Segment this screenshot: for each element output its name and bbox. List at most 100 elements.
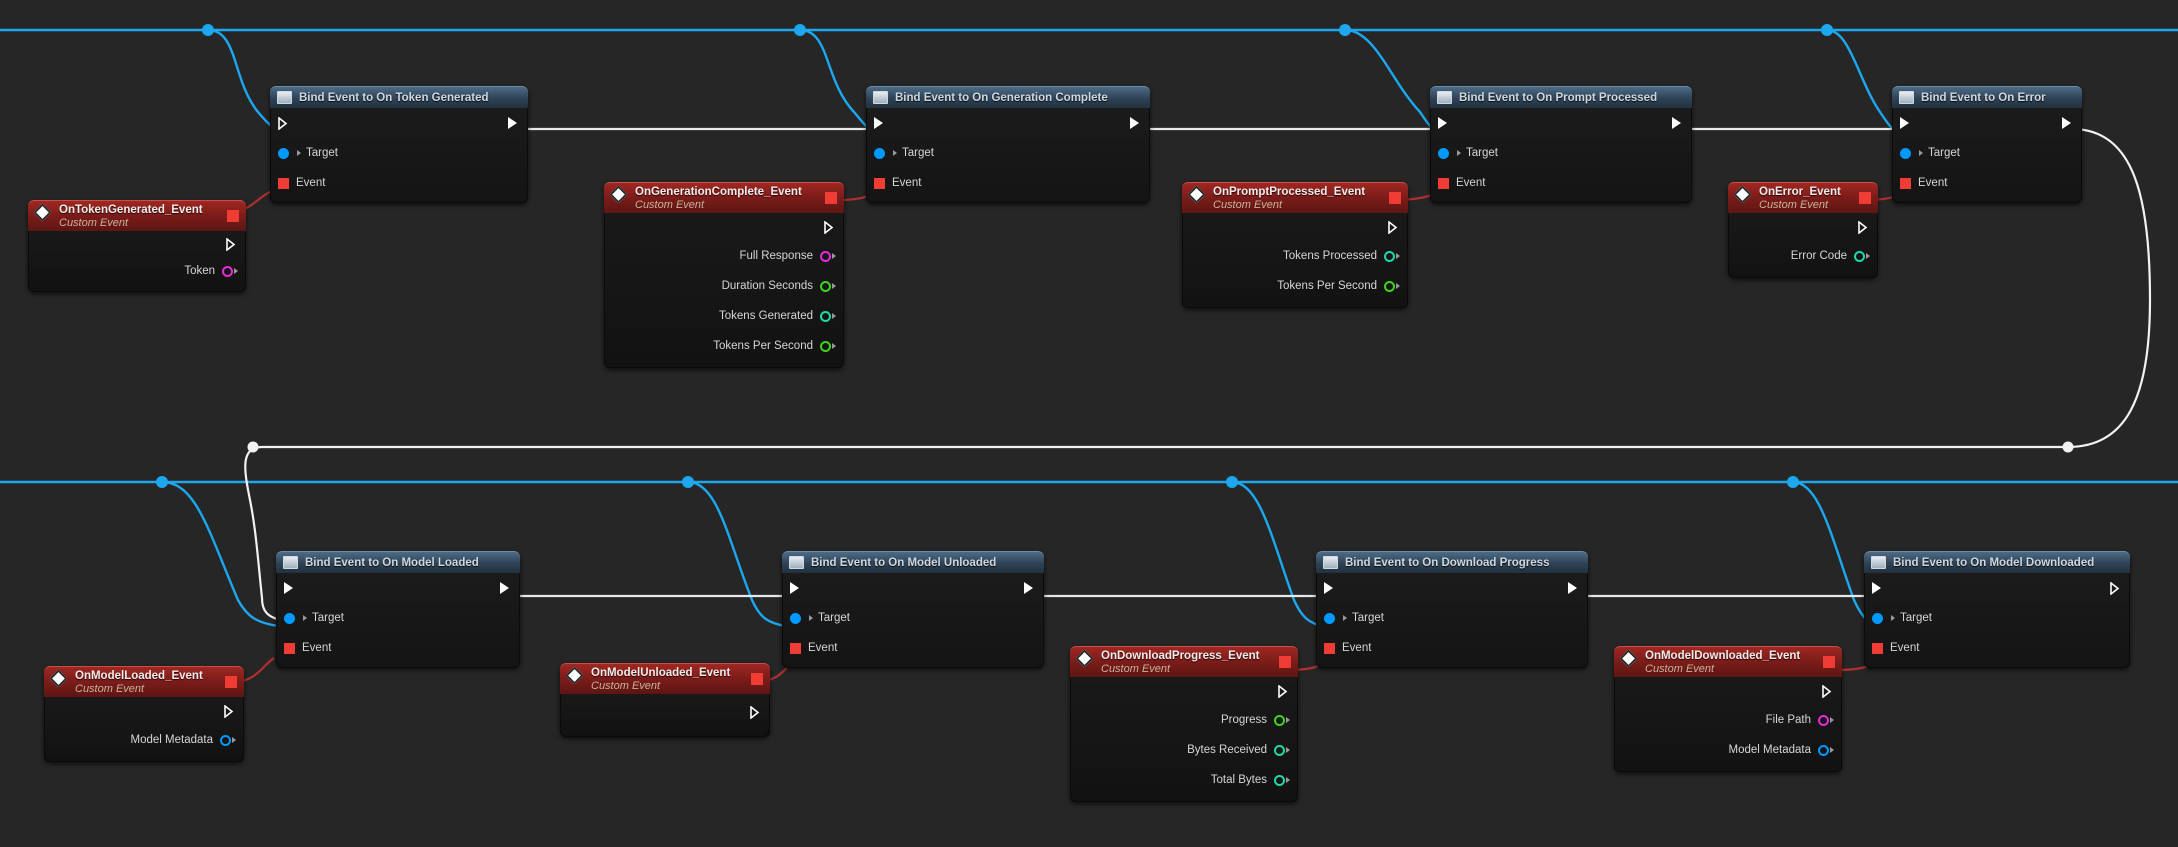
node-on-generation-complete-event[interactable]: OnGenerationComplete_Event Custom Event …: [604, 182, 844, 368]
node-on-model-downloaded-event[interactable]: OnModelDownloaded_Event Custom Event Fil…: [1614, 646, 1842, 772]
output-pin-tokens-per-second[interactable]: [1384, 280, 1395, 292]
pin-row-exec-out[interactable]: [1729, 213, 1877, 241]
output-pin-tokens-processed[interactable]: [1384, 250, 1395, 262]
pin-row-file-path[interactable]: File Path: [1615, 705, 1841, 735]
pin-row-total-bytes[interactable]: Total Bytes: [1071, 765, 1297, 795]
pin-row-model-metadata[interactable]: Model Metadata: [45, 725, 243, 755]
pin-row-target[interactable]: Target: [783, 603, 1043, 633]
node-bind-on-token-generated[interactable]: Bind Event to On Token Generated Target …: [270, 86, 528, 203]
exec-out-icon[interactable]: [508, 116, 520, 130]
pin-row-exec[interactable]: [271, 108, 527, 138]
pin-row-exec-out[interactable]: [1183, 213, 1407, 241]
pin-row-tokens-per-second[interactable]: Tokens Per Second: [605, 331, 843, 361]
node-bind-on-model-downloaded[interactable]: Bind Event to On Model Downloaded Target…: [1864, 551, 2130, 668]
input-pin-target[interactable]: [1324, 612, 1335, 624]
input-pin-event[interactable]: [278, 177, 289, 189]
input-pin-target[interactable]: [284, 612, 295, 624]
pin-row-target[interactable]: Target: [1893, 138, 2081, 168]
exec-out-icon[interactable]: [750, 705, 762, 719]
pin-row-event[interactable]: Event: [1893, 168, 2081, 198]
exec-out-icon[interactable]: [1672, 116, 1684, 130]
delegate-output-pin[interactable]: [227, 210, 239, 222]
exec-out-icon[interactable]: [1822, 684, 1834, 698]
exec-out-icon[interactable]: [1024, 581, 1036, 595]
pin-row-exec[interactable]: [1893, 108, 2081, 138]
pin-row-event[interactable]: Event: [277, 633, 519, 663]
pin-row-event[interactable]: Event: [867, 168, 1149, 198]
node-bind-on-model-loaded[interactable]: Bind Event to On Model Loaded Target Eve…: [276, 551, 520, 668]
pin-row-model-metadata[interactable]: Model Metadata: [1615, 735, 1841, 765]
node-bind-on-error[interactable]: Bind Event to On Error Target Event: [1892, 86, 2082, 203]
exec-in-icon[interactable]: [790, 581, 802, 595]
pin-row-exec-out[interactable]: [605, 213, 843, 241]
node-bind-on-generation-complete[interactable]: Bind Event to On Generation Complete Tar…: [866, 86, 1150, 203]
input-pin-event[interactable]: [1438, 177, 1449, 189]
node-on-prompt-processed-event[interactable]: OnPromptProcessed_Event Custom Event Tok…: [1182, 182, 1408, 308]
pin-row-exec[interactable]: [1865, 573, 2129, 603]
input-pin-target[interactable]: [1900, 147, 1911, 159]
pin-row-target[interactable]: Target: [1865, 603, 2129, 633]
delegate-output-pin[interactable]: [225, 676, 237, 688]
output-pin-file-path[interactable]: [1818, 714, 1829, 726]
pin-row-tokens-processed[interactable]: Tokens Processed: [1183, 241, 1407, 271]
pin-row-target[interactable]: Target: [1431, 138, 1691, 168]
pin-row-exec[interactable]: [867, 108, 1149, 138]
exec-out-icon[interactable]: [1388, 220, 1400, 234]
delegate-output-pin[interactable]: [751, 673, 763, 685]
input-pin-event[interactable]: [1872, 642, 1883, 654]
input-pin-target[interactable]: [278, 147, 289, 159]
pin-row-progress[interactable]: Progress: [1071, 705, 1297, 735]
pin-row-exec-out[interactable]: [561, 694, 769, 730]
pin-row-tokens-per-second[interactable]: Tokens Per Second: [1183, 271, 1407, 301]
pin-row-event[interactable]: Event: [1865, 633, 2129, 663]
output-pin-tokens-generated[interactable]: [820, 310, 831, 322]
pin-row-exec[interactable]: [277, 573, 519, 603]
node-bind-on-prompt-processed[interactable]: Bind Event to On Prompt Processed Target…: [1430, 86, 1692, 203]
delegate-output-pin[interactable]: [1279, 656, 1291, 668]
exec-in-icon[interactable]: [1324, 581, 1336, 595]
node-on-model-loaded-event[interactable]: OnModelLoaded_Event Custom Event Model M…: [44, 666, 244, 762]
input-pin-target[interactable]: [790, 612, 801, 624]
pin-row-target[interactable]: Target: [277, 603, 519, 633]
exec-in-icon[interactable]: [284, 581, 296, 595]
pin-row-target[interactable]: Target: [1317, 603, 1587, 633]
input-pin-target[interactable]: [1438, 147, 1449, 159]
pin-row-exec-out[interactable]: [45, 697, 243, 725]
exec-out-icon[interactable]: [224, 704, 236, 718]
exec-out-icon[interactable]: [1858, 220, 1870, 234]
output-pin-full-response[interactable]: [820, 250, 831, 262]
delegate-output-pin[interactable]: [825, 192, 837, 204]
exec-out-icon[interactable]: [1278, 684, 1290, 698]
node-on-error-event[interactable]: OnError_Event Custom Event Error Code: [1728, 182, 1878, 278]
output-pin-token[interactable]: [222, 265, 233, 277]
pin-row-exec[interactable]: [1431, 108, 1691, 138]
exec-out-icon[interactable]: [2110, 581, 2122, 595]
node-bind-on-model-unloaded[interactable]: Bind Event to On Model Unloaded Target E…: [782, 551, 1044, 668]
output-pin-error-code[interactable]: [1854, 250, 1865, 262]
pin-row-tokens-generated[interactable]: Tokens Generated: [605, 301, 843, 331]
exec-in-icon[interactable]: [1438, 116, 1450, 130]
input-pin-target[interactable]: [1872, 612, 1883, 624]
pin-row-bytes-received[interactable]: Bytes Received: [1071, 735, 1297, 765]
output-pin-total-bytes[interactable]: [1274, 774, 1285, 786]
node-on-model-unloaded-event[interactable]: OnModelUnloaded_Event Custom Event: [560, 663, 770, 737]
output-pin-duration-seconds[interactable]: [820, 280, 831, 292]
exec-out-icon[interactable]: [500, 581, 512, 595]
pin-row-event[interactable]: Event: [783, 633, 1043, 663]
pin-row-token[interactable]: Token: [29, 257, 245, 285]
pin-row-target[interactable]: Target: [867, 138, 1149, 168]
exec-out-icon[interactable]: [1130, 116, 1142, 130]
input-pin-event[interactable]: [284, 642, 295, 654]
pin-row-target[interactable]: Target: [271, 138, 527, 168]
node-on-token-generated-event[interactable]: OnTokenGenerated_Event Custom Event Toke…: [28, 200, 246, 292]
pin-row-exec-out[interactable]: [29, 231, 245, 257]
exec-in-icon[interactable]: [874, 116, 886, 130]
output-pin-progress[interactable]: [1274, 714, 1285, 726]
input-pin-target[interactable]: [874, 147, 885, 159]
pin-row-error-code[interactable]: Error Code: [1729, 241, 1877, 271]
exec-out-icon[interactable]: [824, 220, 836, 234]
input-pin-event[interactable]: [1900, 177, 1911, 189]
output-pin-bytes-received[interactable]: [1274, 744, 1285, 756]
exec-in-icon[interactable]: [1900, 116, 1912, 130]
